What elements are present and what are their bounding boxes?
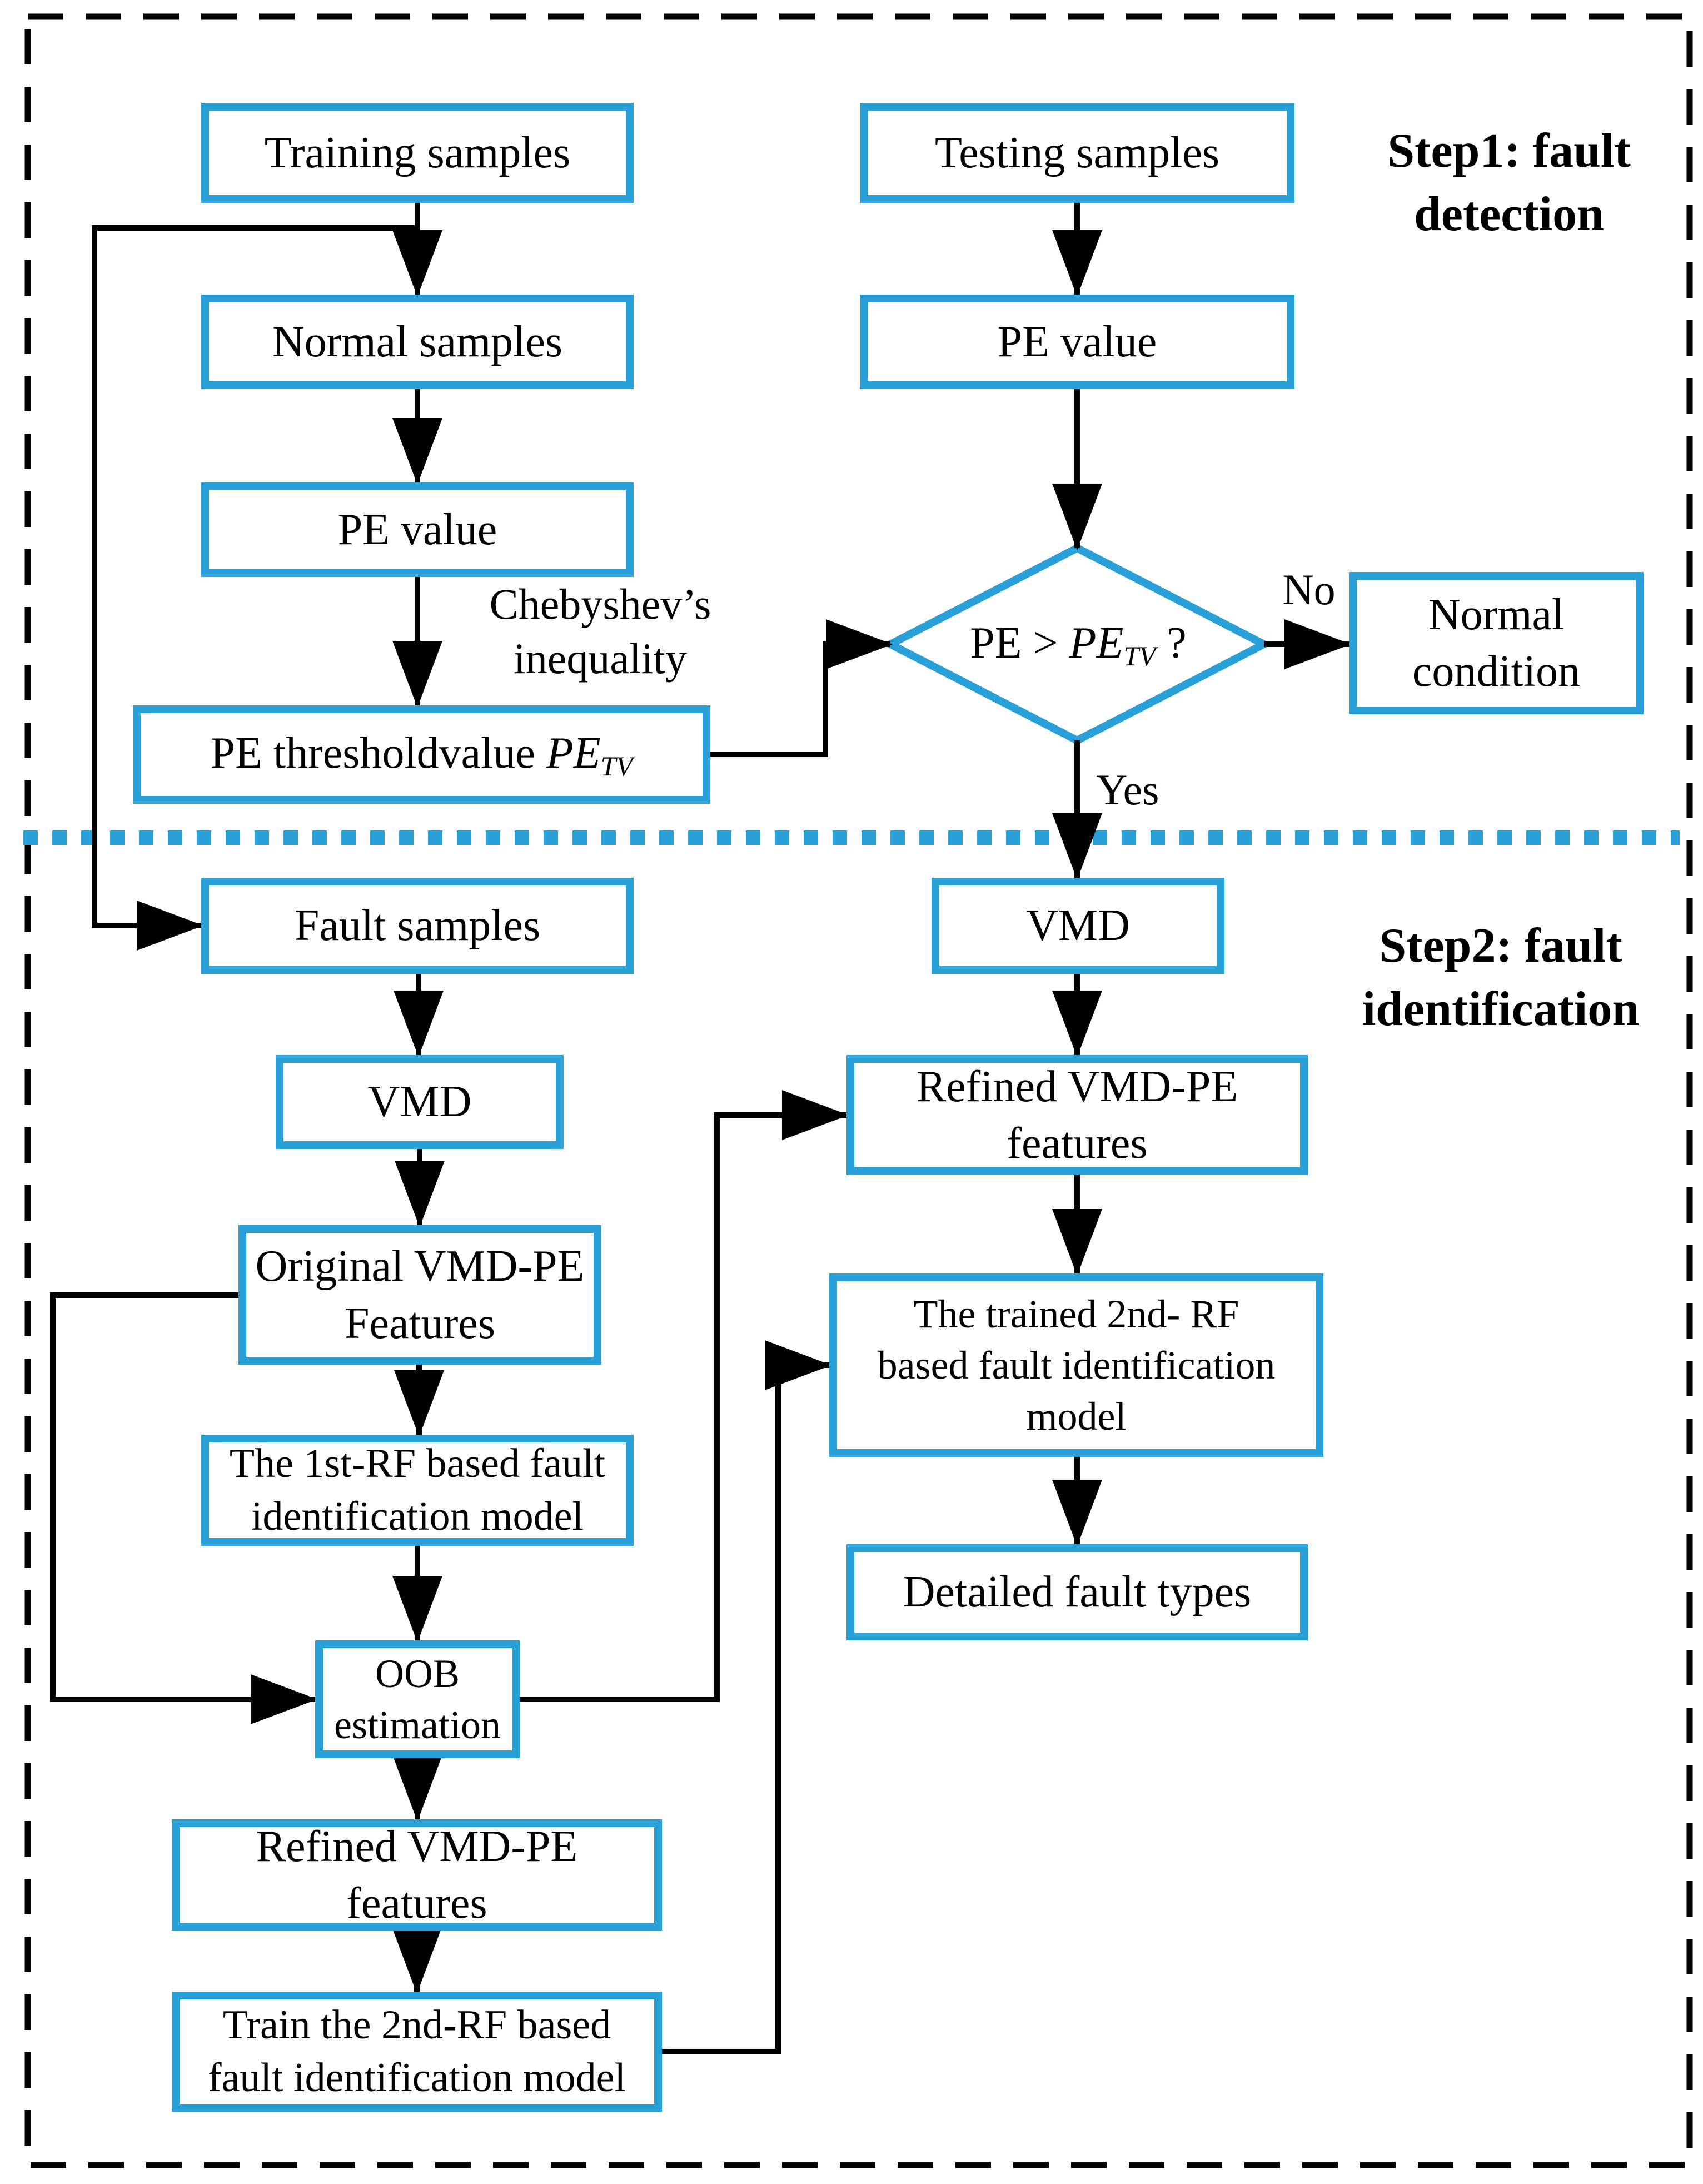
no-branch-label: No — [1282, 565, 1336, 614]
node-normal-condition: Normal condition — [1349, 572, 1644, 714]
step2-label: Step2: fault identification — [1362, 919, 1640, 1037]
node-fault-samples: Fault samples — [201, 878, 634, 974]
chebyshev-inequality-label: Chebyshev’s inequality — [489, 580, 711, 683]
outer-dashed-border — [24, 13, 1693, 2168]
node-testing-samples: Testing samples — [860, 103, 1294, 203]
arrow-train-2nd-rf-to-trained-model — [662, 1340, 831, 2054]
node-detailed-fault-types: Detailed fault types — [846, 1544, 1308, 1640]
node-pe-value-testing: PE value — [860, 295, 1294, 389]
node-vmd-training: VMD — [276, 1055, 564, 1149]
decision-label: PE > PETV ? — [912, 567, 1245, 723]
node-original-vmd-pe-features: Original VMD-PE Features — [238, 1225, 601, 1365]
node-train-2nd-rf-model: Train the 2nd-RF based fault identificat… — [172, 1992, 662, 2112]
node-vmd-testing: VMD — [932, 878, 1224, 974]
node-pe-value-training: PE value — [201, 482, 634, 577]
threshold-text: PE thresholdvalue PETV — [210, 729, 633, 782]
arrow-training-to-fault-samples — [92, 225, 417, 951]
node-normal-samples: Normal samples — [201, 295, 634, 389]
node-first-rf-model: The 1st-RF based fault identification mo… — [201, 1435, 634, 1546]
node-training-samples: Training samples — [201, 103, 634, 203]
node-pe-threshold-value: PE thresholdvalue PETV — [133, 705, 710, 804]
node-refined-vmd-pe-features-training: Refined VMD-PE features — [172, 1819, 662, 1931]
node-oob-estimation: OOB estimation — [315, 1640, 520, 1758]
arrow-original-features-to-oob — [50, 1292, 317, 1724]
step1-label: Step1: fault detection — [1387, 124, 1631, 242]
arrow-oob-to-refined-features-right — [520, 1090, 849, 1702]
node-trained-2nd-rf-model: The trained 2nd- RF based fault identifi… — [829, 1273, 1323, 1457]
yes-branch-label: Yes — [1096, 765, 1159, 814]
node-refined-vmd-pe-features-testing: Refined VMD-PE features — [846, 1055, 1308, 1175]
arrow-threshold-to-decision — [710, 619, 893, 757]
decision-text: PE > PETV ? — [970, 618, 1187, 671]
